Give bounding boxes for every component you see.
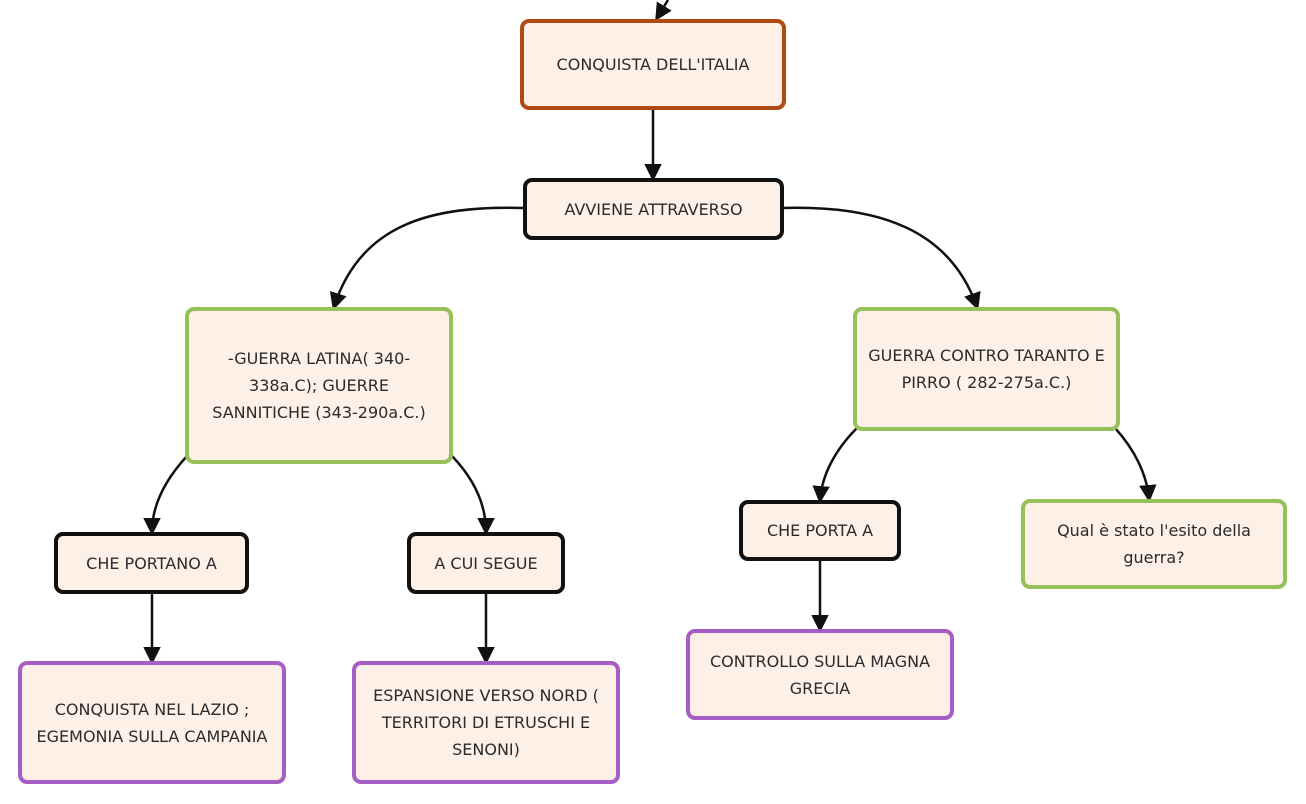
edge-guerra-taranto-che-porta [812,427,858,504]
node-label: CHE PORTANO A [86,553,217,573]
node-label: -GUERRA LATINA( 340-338a.C); GUERRE SANN… [212,349,426,422]
node-label: A CUI SEGUE [434,553,538,573]
node-guerra-latina[interactable]: -GUERRA LATINA( 340-338a.C); GUERRE SANN… [185,307,453,464]
edge-incoming [655,0,672,21]
edge-guerra-taranto-esito [1114,427,1157,503]
node-controllo-magna-grecia[interactable]: CONTROLLO SULLA MAGNA GRECIA [686,629,954,720]
node-che-porta-a[interactable]: CHE PORTA A [739,500,901,561]
node-label: Qual è stato l'esito della guerra? [1057,521,1251,567]
node-conquista-italia[interactable]: CONQUISTA DELL'ITALIA [520,19,786,110]
edge-avviene-guerra-taranto [781,206,981,311]
node-a-cui-segue[interactable]: A CUI SEGUE [407,532,565,594]
edge-avviene-guerra-latina [329,206,525,311]
node-avviene-attraverso[interactable]: AVVIENE ATTRAVERSO [523,178,784,240]
node-label: GUERRA CONTRO TARANTO E PIRRO ( 282-275a… [868,346,1105,392]
node-label: CONQUISTA NEL LAZIO ; EGEMONIA SULLA CAM… [36,699,268,746]
node-label: AVVIENE ATTRAVERSO [564,199,743,219]
node-label: ESPANSIONE VERSO NORD ( TERRITORI DI ETR… [373,686,599,759]
node-guerra-taranto[interactable]: GUERRA CONTRO TARANTO E PIRRO ( 282-275a… [853,307,1120,431]
node-espansione-nord[interactable]: ESPANSIONE VERSO NORD ( TERRITORI DI ETR… [352,661,620,784]
edge-guerra-latina-che-portano [143,455,188,536]
node-label: CONQUISTA DELL'ITALIA [556,55,750,74]
node-conquista-lazio[interactable]: CONQUISTA NEL LAZIO ; EGEMONIA SULLA CAM… [18,661,286,784]
node-label: CONTROLLO SULLA MAGNA GRECIA [709,651,931,698]
edge-guerra-latina-a-cui-segue [451,455,495,536]
node-che-portano-a[interactable]: CHE PORTANO A [54,532,249,594]
node-label: CHE PORTA A [766,521,874,540]
node-esito-guerra[interactable]: Qual è stato l'esito della guerra? [1021,499,1287,589]
